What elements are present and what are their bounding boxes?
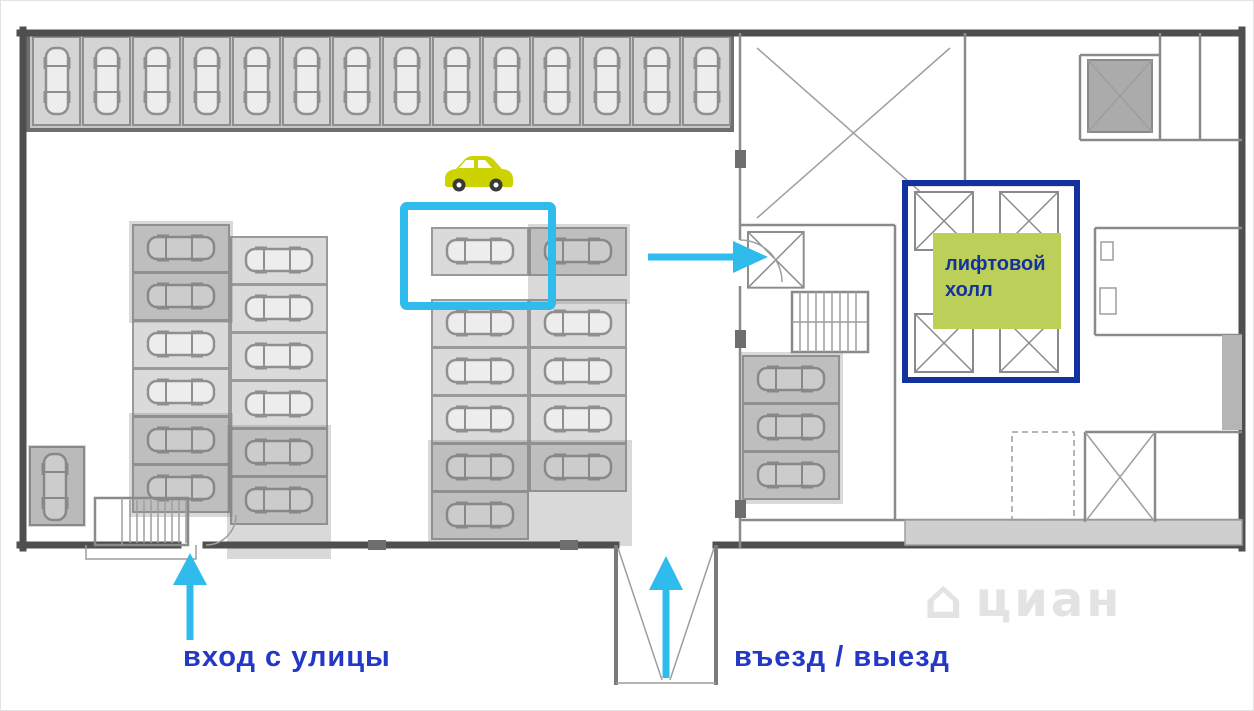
- parking-stall: [333, 37, 380, 125]
- elevator-hall-highlight-box: [902, 180, 1080, 383]
- vehicle-gate-label: въезд / выезд: [734, 641, 950, 673]
- core-niche-stalls: [739, 352, 843, 504]
- parking-stall: [283, 37, 330, 125]
- parking-stall: [633, 37, 680, 125]
- parking-stall: [530, 396, 626, 443]
- parking-stall: [231, 285, 327, 332]
- parking-stall: [433, 37, 480, 125]
- parking-stall: [483, 37, 530, 125]
- watermark: ⌂ циан: [924, 572, 1122, 628]
- parking-stall: [33, 37, 80, 125]
- arrow-up-icon-ramp: [649, 556, 683, 678]
- parking-stall: [432, 348, 528, 395]
- street-entrance-label: вход с улицы: [183, 641, 391, 673]
- parking-stall: [530, 348, 626, 395]
- parking-stall: [231, 237, 327, 284]
- parking-stall: [183, 37, 230, 125]
- parking-stall: [383, 37, 430, 125]
- middle-parking-cluster: [428, 224, 632, 546]
- elevator-hall: [902, 180, 1080, 383]
- west-wall-stall: [28, 445, 86, 527]
- parking-stall: [83, 37, 130, 125]
- stairs-core: [790, 290, 870, 354]
- parking-stall: [432, 396, 528, 443]
- elevator-hall-label: лифтовой холл: [933, 233, 1061, 329]
- parking-stall: [533, 37, 580, 125]
- top-parking-row: [26, 30, 734, 132]
- left-parking-cluster: [129, 221, 331, 559]
- core-rooms: [205, 33, 1243, 550]
- stairs-entrance: [93, 496, 190, 547]
- arrow-up-icon-entrance: [173, 553, 207, 640]
- parking-stall: [133, 369, 229, 416]
- vehicle-ramp: [614, 545, 718, 685]
- watermark-text: циан: [975, 572, 1123, 628]
- parking-stall: [133, 37, 180, 125]
- parking-stall: [231, 333, 327, 380]
- parking-stall: [233, 37, 280, 125]
- parking-stall: [683, 37, 730, 125]
- arrow-right-icon: [648, 241, 768, 273]
- parking-stall: [133, 321, 229, 368]
- highlighted-parking-stall: [432, 228, 528, 275]
- parking-stall: [231, 381, 327, 428]
- parking-stall-highlight-box: [400, 202, 556, 310]
- house-icon: ⌂: [924, 568, 966, 631]
- parking-stall: [583, 37, 630, 125]
- car-icon: [445, 156, 513, 192]
